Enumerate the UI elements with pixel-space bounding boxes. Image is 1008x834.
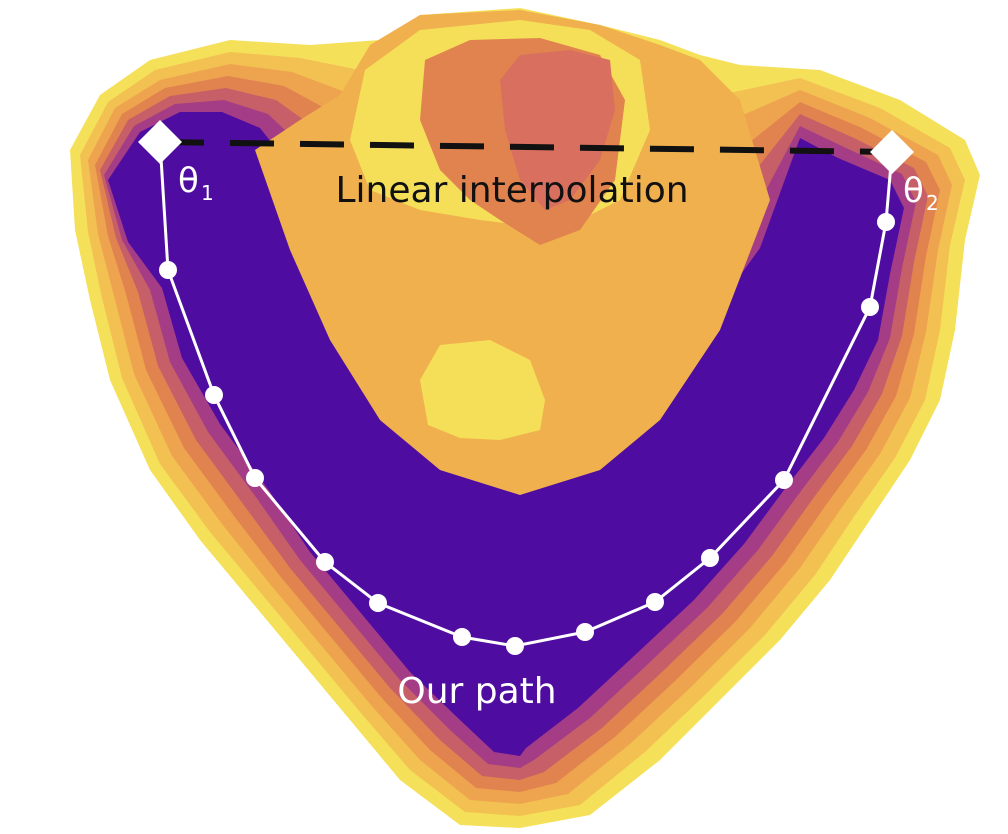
path-point	[453, 628, 471, 646]
path-point	[775, 471, 793, 489]
path-point	[316, 553, 334, 571]
path-point	[576, 623, 594, 641]
theta1-label: θ 1	[178, 161, 214, 205]
interior-region	[255, 10, 770, 495]
theta2-label: θ 2	[903, 171, 939, 215]
theta2-subscript: 2	[926, 191, 939, 215]
path-point	[159, 261, 177, 279]
interior-peak-core	[500, 50, 615, 210]
theta1-diamond-marker	[138, 120, 182, 164]
our-path-label: Our path	[397, 671, 556, 712]
path-point	[506, 637, 524, 655]
path-point	[646, 593, 664, 611]
path-point	[369, 594, 387, 612]
theta1-symbol: θ	[178, 161, 199, 201]
linear-interpolation-line	[159, 139, 893, 155]
path-point	[861, 298, 879, 316]
our-path-points	[159, 213, 895, 655]
path-point	[877, 213, 895, 231]
path-point	[701, 549, 719, 567]
path-point	[205, 386, 223, 404]
theta2-symbol: θ	[903, 171, 924, 211]
linear-interpolation-label: Linear interpolation	[335, 170, 688, 211]
theta2-diamond-marker	[870, 130, 914, 174]
path-point	[246, 469, 264, 487]
interior-yellow-blob	[420, 340, 545, 440]
theta1-subscript: 1	[201, 181, 214, 205]
